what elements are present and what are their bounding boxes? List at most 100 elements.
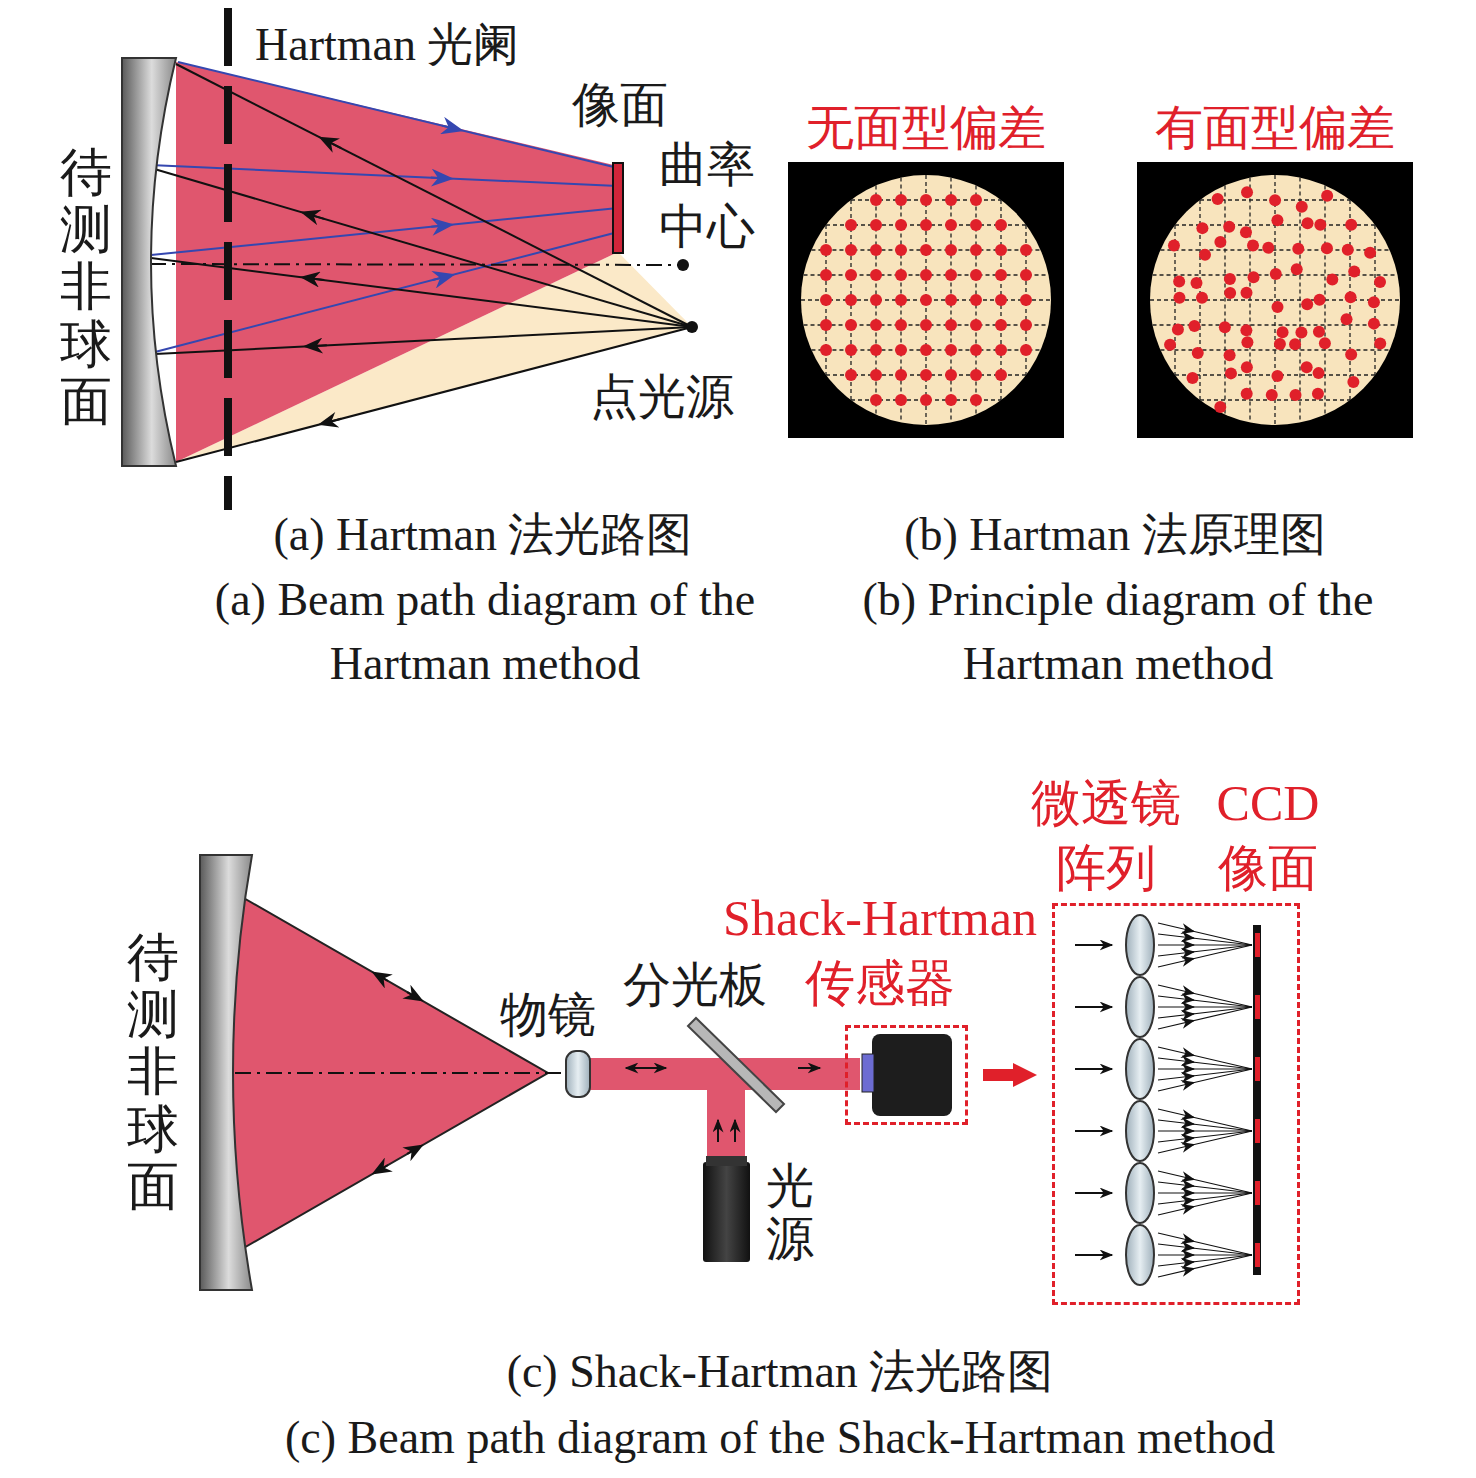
caption: (c) Shack-Hartman 法光路图 (480, 1342, 1080, 1402)
microlens (1126, 1101, 1154, 1161)
objective-lens (566, 1051, 590, 1097)
light-source (703, 1162, 750, 1262)
spot (870, 394, 882, 406)
beam-arrow (798, 1067, 820, 1069)
focused-ray (1158, 1069, 1252, 1080)
node-heading: 无面型偏差 (786, 97, 1066, 159)
spot (1321, 242, 1333, 254)
focused-ray (1186, 1013, 1194, 1015)
focused-ray (1158, 1120, 1252, 1131)
focused-ray (1158, 1233, 1252, 1255)
caption: (a) Hartman 法光路图 (183, 505, 783, 565)
beam-arrow (646, 1067, 666, 1069)
focused-ray (1186, 1068, 1194, 1069)
spot (1241, 388, 1253, 400)
spot (870, 219, 882, 231)
focused-ray (1186, 1137, 1194, 1139)
focused-ray (1158, 1007, 1252, 1018)
spot (945, 219, 957, 231)
spot (1342, 244, 1354, 256)
spot (920, 244, 932, 256)
spot (1172, 324, 1184, 336)
focused-ray (1186, 937, 1194, 939)
spot (1173, 276, 1185, 288)
spot (895, 344, 907, 356)
spot (945, 294, 957, 306)
spot (1212, 193, 1224, 205)
spot (1214, 236, 1226, 248)
spot (970, 319, 982, 331)
spot (1312, 388, 1324, 400)
grid-line (1160, 249, 1389, 250)
spot (945, 269, 957, 281)
focused-ray (1186, 951, 1194, 953)
beam-arrow (734, 1120, 736, 1142)
point-source-dot (686, 321, 698, 333)
beam-arrow (626, 1067, 646, 1069)
focused-ray (1158, 944, 1252, 945)
focused-ray (1186, 1240, 1194, 1242)
spot (995, 219, 1007, 231)
spot (820, 344, 832, 356)
focused-ray (1186, 1269, 1194, 1271)
spot (1241, 361, 1253, 373)
node-heading: 微透镜阵列 (1024, 771, 1189, 901)
focused-ray (1158, 1131, 1252, 1142)
spot (1272, 301, 1284, 313)
focused-ray (1158, 985, 1252, 1007)
panel-no-error: 无面型偏差 (788, 162, 1064, 438)
aspheric-mirror (122, 58, 176, 466)
spot (1301, 361, 1313, 373)
focused-ray (1158, 1007, 1252, 1029)
spot (1374, 337, 1386, 349)
input-arrow (1075, 1068, 1112, 1070)
spot (1345, 291, 1357, 303)
spot (870, 344, 882, 356)
spot (1295, 327, 1307, 339)
input-arrow (1075, 1192, 1112, 1194)
spot (895, 194, 907, 206)
focused-ray (1186, 1247, 1194, 1249)
spot (945, 319, 957, 331)
spot (1326, 273, 1338, 285)
spot (870, 194, 882, 206)
incident-ray (151, 168, 692, 327)
spot (870, 244, 882, 256)
spot (1224, 287, 1236, 299)
spot (920, 394, 932, 406)
focused-ray (1158, 945, 1252, 967)
reflected-ray (431, 177, 445, 180)
ccd-plane (1253, 925, 1261, 1275)
focused-ray (1186, 1061, 1194, 1063)
microlens (1126, 915, 1154, 975)
focal-spot (1255, 1243, 1260, 1267)
spot (1368, 296, 1380, 308)
spot (1313, 367, 1325, 379)
spot (820, 269, 832, 281)
hartman-spot-pattern (1137, 162, 1413, 438)
spot (1347, 376, 1359, 388)
mirror-label: 待测非球面 (127, 929, 179, 1215)
incident-ray (326, 140, 341, 148)
focused-ray (1186, 1199, 1194, 1201)
spot (920, 319, 932, 331)
focused-ray (1158, 945, 1252, 956)
spot (1314, 219, 1326, 231)
focused-ray (1186, 1178, 1194, 1180)
spot (870, 269, 882, 281)
focused-ray (1186, 1185, 1194, 1187)
spot (845, 269, 857, 281)
beam-arrow (717, 1120, 719, 1142)
beam-splitter (688, 1018, 784, 1112)
spot (1196, 292, 1208, 304)
reflected-ray (178, 62, 618, 168)
spot (1345, 219, 1357, 231)
pupil-disk (1150, 175, 1400, 425)
beam-arrow (407, 1148, 417, 1154)
spot (1020, 294, 1032, 306)
grid-line (1299, 178, 1300, 423)
spot (945, 194, 957, 206)
spot (870, 319, 882, 331)
focused-ray (1158, 1069, 1252, 1091)
spot (970, 194, 982, 206)
